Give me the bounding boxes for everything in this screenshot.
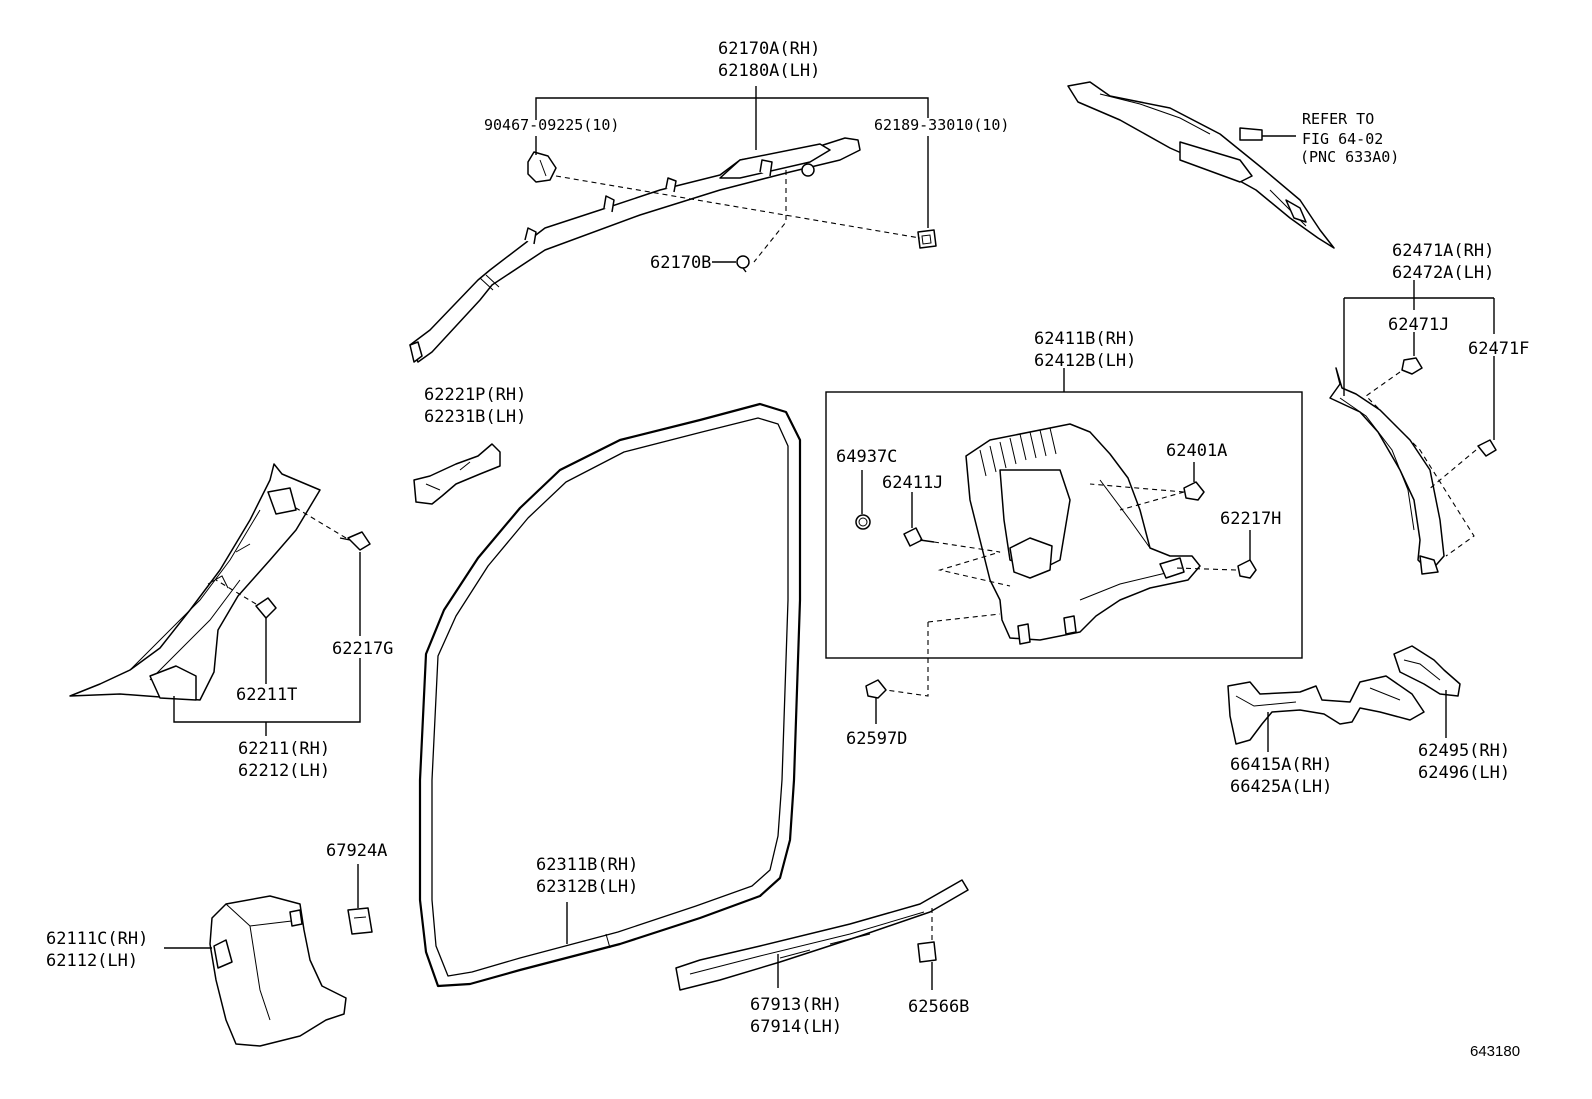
bracket-62495-part [1393, 645, 1461, 697]
label-62231B: 62231B(LH) [424, 407, 526, 427]
bracket-66415A-part [1227, 675, 1425, 745]
label-62401A: 62401A [1166, 441, 1227, 461]
label-62180A: 62180A(LH) [718, 61, 820, 81]
label-62312B: 62312B(LH) [536, 877, 638, 897]
clip-62211T-icon [255, 597, 277, 619]
weatherstrip-62311B-part [418, 402, 802, 988]
clip-62597D-icon [865, 679, 887, 699]
label-62597D: 62597D [846, 729, 907, 749]
scuff-plate-67913-part [675, 879, 969, 991]
clip-67924A-icon [347, 907, 373, 935]
bracket-62221P-part [413, 443, 501, 505]
pillar-garnish-62471A-part [1329, 367, 1445, 575]
clip-62189-icon [917, 229, 937, 249]
cowl-side-trim-62111C-part [209, 895, 347, 1047]
curtain-airbag-reference-part [1067, 81, 1335, 249]
label-62211: 62211(RH) [238, 739, 330, 759]
label-62471F: 62471F [1468, 339, 1529, 359]
label-62189: 62189-33010(10) [874, 116, 1009, 134]
roof-airbag-part [409, 137, 861, 363]
label-66425A: 66425A(LH) [1230, 777, 1332, 797]
label-62471J: 62471J [1388, 315, 1449, 335]
label-62412B: 62412B(LH) [1034, 351, 1136, 371]
label-62170A: 62170A(RH) [718, 39, 820, 59]
label-62411J: 62411J [882, 473, 943, 493]
bolt-62170B-icon [736, 255, 750, 273]
clip-62217G-icon [339, 531, 371, 551]
label-62112: 62112(LH) [46, 951, 138, 971]
clip-62471J-icon [1401, 357, 1423, 375]
label-66415A: 66415A(RH) [1230, 755, 1332, 775]
clip-62401A-icon [1183, 481, 1205, 501]
figure-number: 643180 [1470, 1043, 1520, 1060]
clip-62471F-icon [1477, 439, 1497, 457]
label-62495: 62495(RH) [1418, 741, 1510, 761]
label-62211T: 62211T [236, 685, 297, 705]
screw-62411J-icon [903, 527, 935, 547]
label-62217H: 62217H [1220, 509, 1281, 529]
label-64937C: 64937C [836, 447, 897, 467]
label-62221P: 62221P(RH) [424, 385, 526, 405]
clip-90467-icon [527, 151, 557, 183]
label-67924A: 67924A [326, 841, 387, 861]
label-62411B: 62411B(RH) [1034, 329, 1136, 349]
label-refer-to: REFER TO [1302, 110, 1374, 128]
label-refer-fig: FIG 64-02 [1302, 130, 1383, 148]
label-67913: 67913(RH) [750, 995, 842, 1015]
clip-62566B-icon [917, 941, 937, 963]
label-62170B: 62170B [650, 253, 711, 273]
clip-64937C-icon [855, 514, 871, 530]
label-62212: 62212(LH) [238, 761, 330, 781]
label-67914: 67914(LH) [750, 1017, 842, 1037]
pillar-garnish-62211-part [69, 463, 321, 701]
quarter-trim-62411B-part [965, 423, 1201, 645]
label-refer-pnc: (PNC 633A0) [1300, 148, 1399, 166]
label-62496: 62496(LH) [1418, 763, 1510, 783]
label-62472A: 62472A(LH) [1392, 263, 1494, 283]
label-90467: 90467-09225(10) [484, 116, 619, 134]
label-62111C: 62111C(RH) [46, 929, 148, 949]
label-62217G: 62217G [332, 639, 393, 659]
label-62311B: 62311B(RH) [536, 855, 638, 875]
label-62471A: 62471A(RH) [1392, 241, 1494, 261]
label-62566B: 62566B [908, 997, 969, 1017]
clip-62217H-icon [1237, 559, 1257, 579]
